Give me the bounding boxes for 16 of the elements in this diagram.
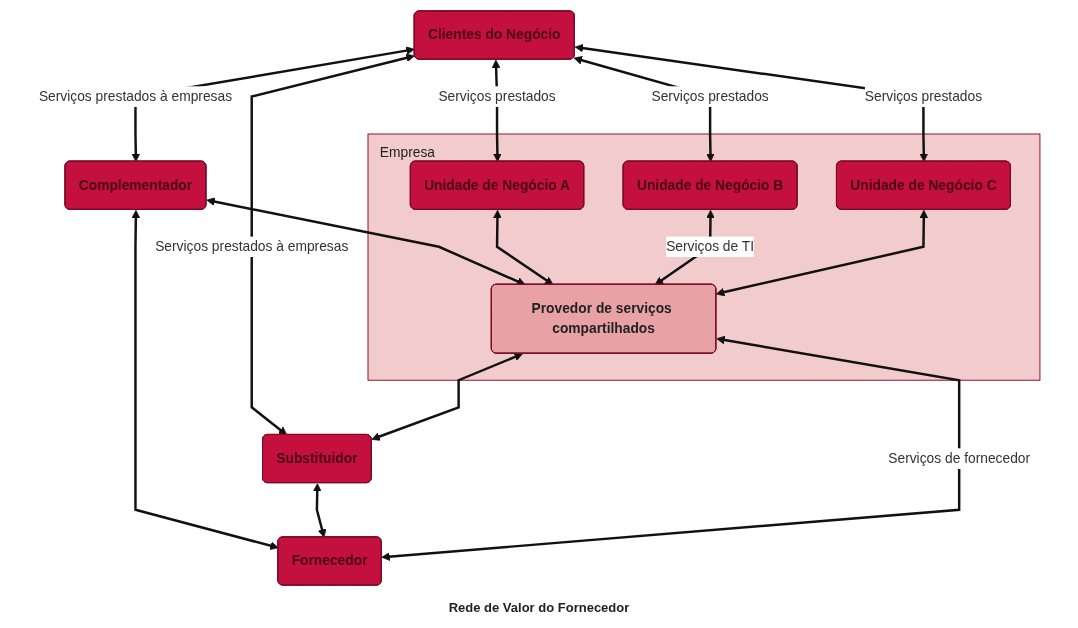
caption: Rede de Valor do Fornecedor bbox=[448, 600, 630, 615]
edge-label: Serviços de TI bbox=[665, 238, 754, 255]
arrow bbox=[380, 335, 960, 561]
edge-label: Serviços prestados à empresas bbox=[38, 88, 232, 104]
arrow bbox=[492, 209, 553, 286]
arrow bbox=[250, 53, 415, 436]
arrow bbox=[370, 352, 523, 441]
edge-label: Serviços prestados à empresas bbox=[154, 238, 348, 255]
arrow bbox=[312, 483, 326, 538]
arrow bbox=[715, 209, 928, 297]
edge-label: Serviços de fornecedor bbox=[887, 450, 1030, 466]
edge-label: Serviços prestados bbox=[651, 88, 769, 104]
edge-label: Serviços prestados bbox=[864, 88, 982, 104]
edge-label: Serviços prestados bbox=[437, 88, 556, 104]
arrow bbox=[206, 197, 526, 286]
arrow bbox=[131, 209, 279, 550]
